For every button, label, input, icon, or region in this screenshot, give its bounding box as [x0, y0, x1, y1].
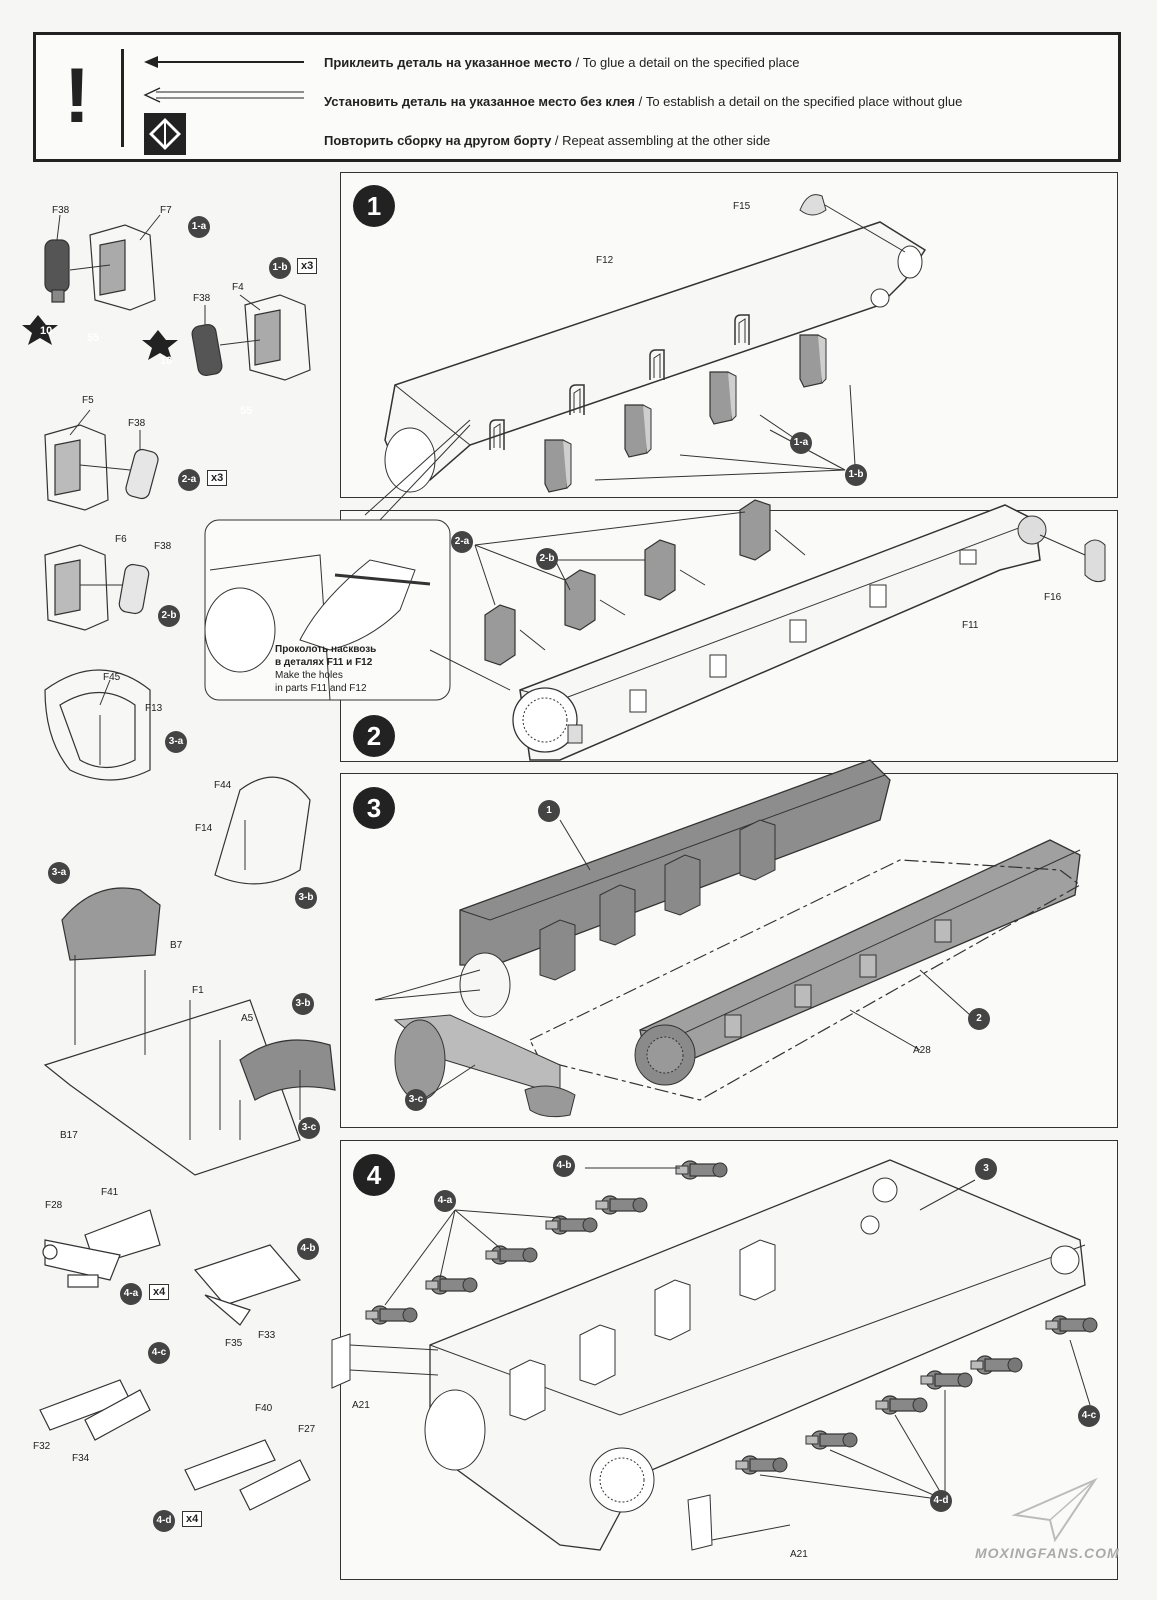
- callout-line-4: in parts F11 and F12: [275, 683, 367, 694]
- part-F13: F13: [145, 703, 163, 714]
- part-F34: F34: [72, 1453, 90, 1464]
- part-F15: F15: [733, 201, 751, 212]
- part-F32: F32: [33, 1441, 51, 1452]
- badge-3-ref: 3: [975, 1158, 997, 1180]
- badge-4-a-panel: 4-a: [434, 1190, 456, 1212]
- legend-repeat-text: Повторить сборку на другом борту / Repea…: [324, 133, 771, 148]
- badge-2-a-panel: 2-a: [451, 531, 473, 553]
- watermark-text: MOXINGFANS.COM: [975, 1545, 1120, 1561]
- badge-4-c-panel: 4-c: [1078, 1405, 1100, 1427]
- part-F27: F27: [298, 1424, 316, 1435]
- badge-2-ref: 2: [968, 1008, 990, 1030]
- callout-instruction: Проколоть насквозь в деталях F11 и F12 M…: [275, 643, 376, 695]
- legend-box: ! Приклеить деталь на указанное место / …: [33, 32, 1121, 162]
- multiplier-x4-4d: x4: [182, 1511, 203, 1527]
- legend-glue-text: Приклеить деталь на указанное место / To…: [324, 55, 800, 70]
- step-3-number: 3: [353, 787, 395, 829]
- badge-4-a: 4-a: [120, 1283, 142, 1305]
- step-4-number: 4: [353, 1154, 395, 1196]
- part-F14: F14: [195, 823, 213, 834]
- part-F38-c: F38: [128, 418, 146, 429]
- paint-code-55: 55: [87, 332, 100, 344]
- part-F28: F28: [45, 1200, 63, 1211]
- part-B17: B17: [60, 1130, 78, 1141]
- step-1-number: 1: [353, 185, 395, 227]
- legend-noglue-text: Установить деталь на указанное место без…: [324, 94, 963, 109]
- repeat-icon: [144, 113, 186, 155]
- part-F11: F11: [962, 620, 979, 631]
- part-A28: A28: [913, 1045, 931, 1056]
- part-F33: F33: [258, 1330, 276, 1341]
- badge-2-a: 2-a: [178, 469, 200, 491]
- badge-1-a-panel: 1-a: [790, 432, 812, 454]
- part-A5: A5: [241, 1013, 254, 1024]
- badge-1-a: 1-a: [188, 216, 210, 238]
- part-F44: F44: [214, 780, 232, 791]
- multiplier-x3: x3: [297, 258, 318, 274]
- part-F4: F4: [232, 282, 244, 293]
- part-F12: F12: [596, 255, 614, 266]
- badge-3-c: 3-c: [298, 1117, 320, 1139]
- part-F38-d: F38: [154, 541, 172, 552]
- callout-line-1: Проколоть насквозь: [275, 644, 377, 655]
- paint-code-55-b: 55: [240, 405, 253, 417]
- part-A21-a: A21: [352, 1400, 370, 1411]
- part-F6: F6: [115, 534, 127, 545]
- badge-3-b: 3-b: [295, 887, 317, 909]
- badge-3-a-ref: 3-a: [48, 862, 70, 884]
- badge-1-b-panel: 1-b: [845, 464, 867, 486]
- badge-4-d-panel: 4-d: [930, 1490, 952, 1512]
- paint-code-10: 10: [40, 325, 53, 337]
- part-F5: F5: [82, 395, 94, 406]
- badge-4-b-panel: 4-b: [553, 1155, 575, 1177]
- part-F35: F35: [225, 1338, 243, 1349]
- badge-4-d: 4-d: [153, 1510, 175, 1532]
- noglue-arrow-icon: [143, 87, 304, 103]
- badge-4-c: 4-c: [148, 1342, 170, 1364]
- part-F38-b: F38: [193, 293, 211, 304]
- callout-line-2: в деталях F11 и F12: [275, 657, 373, 668]
- badge-3-b-ref: 3-b: [292, 993, 314, 1015]
- part-F41: F41: [101, 1187, 119, 1198]
- part-F45: F45: [103, 672, 121, 683]
- part-A21-b: A21: [790, 1549, 808, 1560]
- watermark-logo-icon: [1011, 1477, 1098, 1543]
- paint-code-10-b: 10: [160, 355, 173, 367]
- attention-mark: !: [64, 51, 90, 139]
- badge-1-b: 1-b: [269, 257, 291, 279]
- part-F38-a: F38: [52, 205, 70, 216]
- multiplier-x3-2a: x3: [207, 470, 228, 486]
- part-F16: F16: [1044, 592, 1062, 603]
- badge-3-a: 3-a: [165, 731, 187, 753]
- part-F40: F40: [255, 1403, 273, 1414]
- legend-divider: [121, 49, 124, 147]
- badge-2-b-panel: 2-b: [536, 548, 558, 570]
- step-2-number: 2: [353, 715, 395, 757]
- glue-arrow-icon: [144, 56, 304, 68]
- multiplier-x4: x4: [149, 1284, 170, 1300]
- callout-line-3: Make the holes: [275, 670, 343, 681]
- badge-2-b: 2-b: [158, 605, 180, 627]
- part-F7: F7: [160, 205, 172, 216]
- badge-3-c-panel: 3-c: [405, 1089, 427, 1111]
- part-F1: F1: [192, 985, 204, 996]
- badge-1-ref: 1: [538, 800, 560, 822]
- part-B7: B7: [170, 940, 183, 951]
- badge-4-b: 4-b: [297, 1238, 319, 1260]
